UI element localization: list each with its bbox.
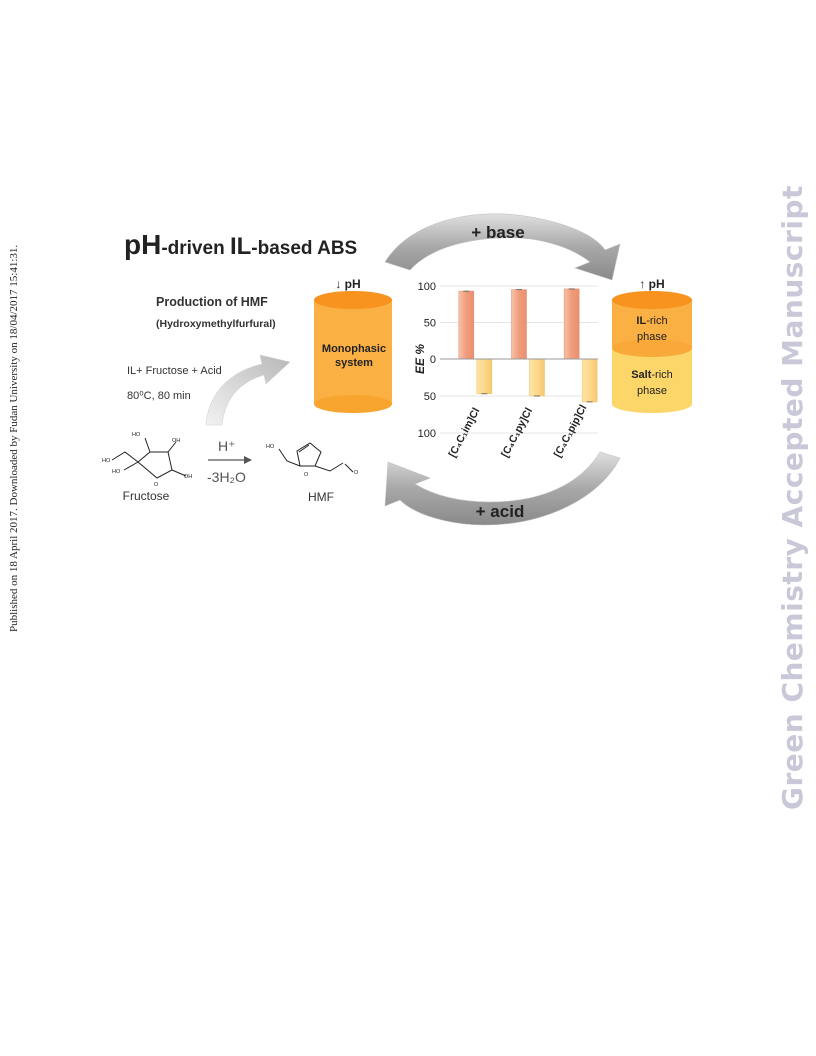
production-subtitle: (Hydroxymethylfurfural): [156, 318, 276, 330]
svg-text:O: O: [154, 482, 159, 488]
salt-rich-label-1: Salt-rich: [631, 369, 673, 381]
reaction-conditions-2: 80⁰C, 80 min: [127, 390, 191, 402]
plus-base-label: + base: [471, 223, 524, 242]
low-ph-label: ↓ pH: [335, 277, 360, 291]
hmf-labels: HO O O: [266, 444, 359, 478]
plus-acid-label: + acid: [476, 502, 525, 521]
y-tick-label: 100: [418, 281, 436, 293]
y-tick-label: 50: [424, 391, 436, 403]
svg-text:O: O: [354, 470, 359, 476]
salt-rich-bold: Salt: [631, 369, 652, 381]
reaction-conditions-1: IL+ Fructose + Acid: [127, 365, 222, 377]
reaction-feed-arrow: [205, 354, 291, 426]
category-label: [C₄C₁pip]Cl: [552, 403, 590, 460]
il-rich-bold: IL: [636, 315, 646, 327]
il-rich-rest: -rich: [646, 315, 667, 327]
figure-title: pH-driven IL-based ABS: [124, 229, 357, 260]
svg-text:O: O: [304, 472, 309, 478]
catalyst-label: H⁺: [218, 438, 236, 454]
water-loss-label: -3H₂O: [207, 469, 246, 485]
il-rich-label-1: IL-rich: [636, 315, 667, 327]
high-ph-label: ↑ pH: [639, 277, 664, 291]
svg-text:HO: HO: [132, 432, 141, 438]
svg-text:HO: HO: [112, 469, 121, 475]
hmf-label: HMF: [308, 490, 334, 504]
title-driven: -driven: [161, 238, 230, 259]
salt-rich-rest: -rich: [651, 369, 672, 381]
reaction-arrow-head: [244, 456, 252, 464]
il-rich-label-2: phase: [637, 331, 667, 343]
y-tick-label: 50: [424, 318, 436, 330]
bar-top: [511, 289, 527, 360]
monophasic-cylinder: [314, 291, 392, 413]
title-ph: pH: [124, 229, 161, 260]
salt-rich-label-2: phase: [637, 385, 667, 397]
y-axis-label: EE %: [413, 344, 427, 374]
monophasic-label-2: system: [335, 357, 373, 369]
acid-cycle-arrow: [384, 451, 621, 526]
hmf-structure: [278, 442, 354, 473]
svg-text:OH: OH: [172, 438, 180, 444]
bar-bottom: [529, 358, 545, 397]
title-based-abs: -based ABS: [251, 238, 357, 259]
svg-text:HO: HO: [266, 444, 275, 450]
biphasic-cylinder: [612, 291, 692, 413]
bar-bottom: [581, 358, 598, 403]
monophasic-label-1: Monophasic: [322, 343, 386, 355]
title-il: IL: [230, 233, 251, 260]
production-title: Production of HMF: [156, 295, 268, 309]
svg-text:OH: OH: [184, 474, 192, 480]
bar-top: [458, 290, 475, 360]
svg-text:HO: HO: [102, 458, 111, 464]
y-tick-label: 0: [430, 354, 436, 366]
bar-top: [563, 288, 580, 360]
base-cycle-arrow: [384, 213, 621, 281]
bar-bottom: [476, 358, 493, 395]
y-tick-label: 100: [418, 428, 436, 440]
fructose-labels: HO OH HO HO O OH: [102, 432, 192, 488]
fructose-label: Fructose: [123, 489, 170, 503]
fructose-structure: [111, 437, 187, 479]
